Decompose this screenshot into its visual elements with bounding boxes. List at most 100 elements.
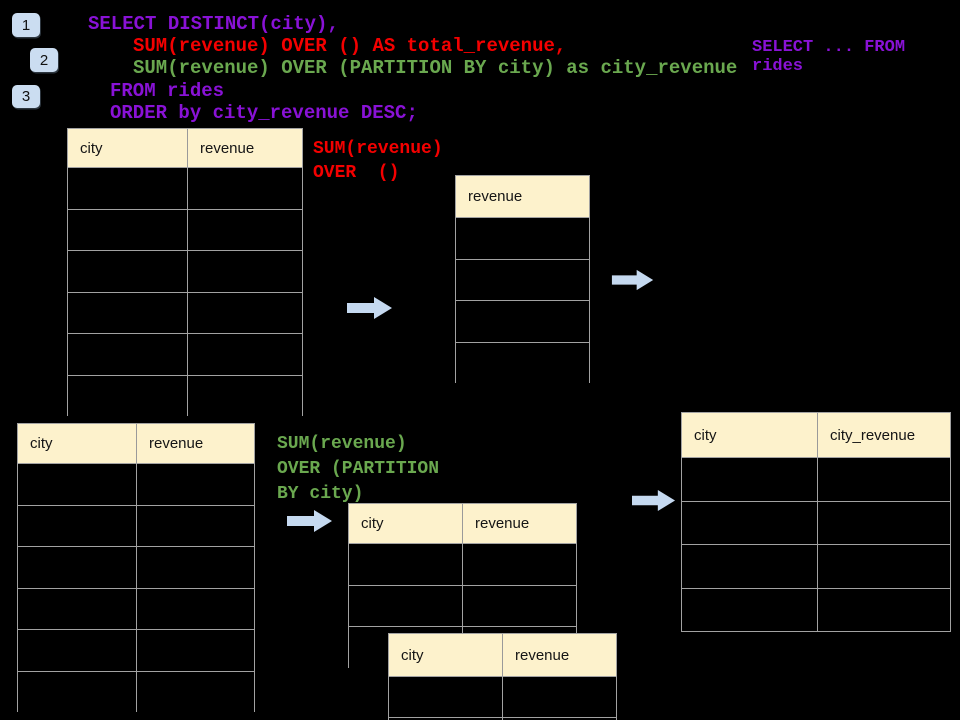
step-badge-1: 1 — [12, 13, 40, 37]
table-total-revenue: revenue — [455, 175, 590, 383]
table-row — [389, 676, 616, 717]
sql-line-select: SELECT DISTINCT(city), — [88, 13, 339, 35]
flow-arrow-from-total — [611, 269, 654, 291]
table-cell — [187, 375, 302, 416]
table-cell — [18, 589, 136, 630]
table-row — [682, 457, 950, 501]
table-row — [456, 217, 589, 259]
column-header-revenue: revenue — [502, 634, 616, 676]
flow-arrow-to-total — [347, 297, 392, 319]
table-cell — [136, 630, 254, 671]
table-cell — [187, 168, 302, 209]
annotation-partition-line3: BY city) — [277, 484, 364, 504]
table-cell — [462, 585, 576, 627]
table-row — [349, 584, 576, 627]
step-badge-1-label: 1 — [21, 16, 31, 34]
annotation-partition-line2: OVER (PARTITION — [277, 459, 440, 479]
table-cell — [456, 218, 589, 259]
table-cell — [389, 677, 502, 717]
table-row — [682, 544, 950, 588]
table-cell — [18, 547, 136, 588]
column-header-city: city — [389, 634, 502, 676]
table-cell — [18, 464, 136, 505]
table-header-row: city revenue — [68, 129, 302, 167]
table-cell — [817, 458, 950, 501]
table-row — [18, 670, 254, 713]
annotation-partition-line1: SUM(revenue) — [277, 434, 407, 454]
table-row — [68, 374, 302, 417]
table-source-bottom: city revenue — [17, 423, 255, 712]
step-badge-3-label: 3 — [21, 88, 31, 105]
table-cell — [682, 502, 817, 545]
table-row — [68, 250, 302, 292]
table-source-top: city revenue — [67, 128, 303, 416]
table-cell — [18, 506, 136, 547]
table-row — [68, 291, 302, 334]
flow-arrow-to-partition — [287, 510, 332, 532]
table-cell — [349, 544, 462, 585]
table-cell — [682, 458, 817, 501]
table-partition-front: city revenue — [388, 633, 617, 720]
table-cell — [187, 251, 302, 292]
table-cell — [187, 209, 302, 250]
sql-line-total: SUM(revenue) OVER () AS total_revenue, — [133, 35, 567, 57]
table-row — [349, 543, 576, 585]
table-row — [18, 629, 254, 671]
table-row — [456, 258, 589, 301]
table-header-row: city city_revenue — [682, 413, 950, 457]
annotation-total-line2: OVER () — [313, 163, 400, 183]
table-row — [68, 208, 302, 251]
snippet-select-from: SELECT ... FROM — [752, 38, 906, 57]
table-cell — [349, 586, 462, 627]
table-cell — [136, 464, 254, 505]
table-cell — [68, 293, 187, 334]
table-cell — [18, 672, 136, 713]
table-cell — [136, 547, 254, 588]
flow-arrow-to-result — [632, 489, 676, 512]
table-cell — [502, 718, 616, 720]
sql-line-order: ORDER by city_revenue DESC; — [110, 102, 418, 124]
column-header-city-revenue: city_revenue — [817, 413, 950, 457]
table-cell — [68, 334, 187, 375]
column-header-city: city — [349, 504, 462, 543]
table-cell — [817, 588, 950, 631]
table-row — [18, 546, 254, 588]
table-row — [18, 463, 254, 505]
table-row — [682, 587, 950, 632]
column-header-revenue: revenue — [187, 129, 302, 167]
table-row — [18, 587, 254, 630]
table-cell — [136, 588, 254, 629]
table-cell — [682, 589, 817, 632]
table-cell — [68, 168, 187, 209]
table-row — [456, 300, 589, 342]
table-header-row: city revenue — [18, 424, 254, 463]
table-row — [68, 333, 302, 375]
table-header-row: city revenue — [349, 504, 576, 543]
table-cell — [456, 301, 589, 342]
table-cell — [456, 260, 589, 301]
table-cell — [502, 677, 616, 717]
annotation-total-line1: SUM(revenue) — [313, 139, 443, 159]
table-cell — [817, 545, 950, 588]
column-header-revenue: revenue — [136, 424, 254, 463]
table-cell — [68, 251, 187, 292]
table-cell — [462, 544, 576, 585]
table-cell — [136, 671, 254, 712]
table-row — [682, 500, 950, 545]
table-cell — [187, 334, 302, 375]
table-cell — [136, 505, 254, 546]
table-cell — [18, 630, 136, 671]
table-cell — [682, 545, 817, 588]
column-header-revenue: revenue — [462, 504, 576, 543]
table-cell — [68, 210, 187, 251]
table-cell — [68, 376, 187, 417]
table-cell — [187, 292, 302, 333]
table-cell — [456, 343, 589, 384]
step-badge-2: 2 — [30, 48, 58, 72]
table-header-row: city revenue — [389, 634, 616, 676]
column-header-city: city — [68, 129, 187, 167]
table-row — [68, 167, 302, 209]
table-row — [389, 717, 616, 720]
sql-line-partition: SUM(revenue) OVER (PARTITION BY city) as… — [133, 57, 738, 79]
